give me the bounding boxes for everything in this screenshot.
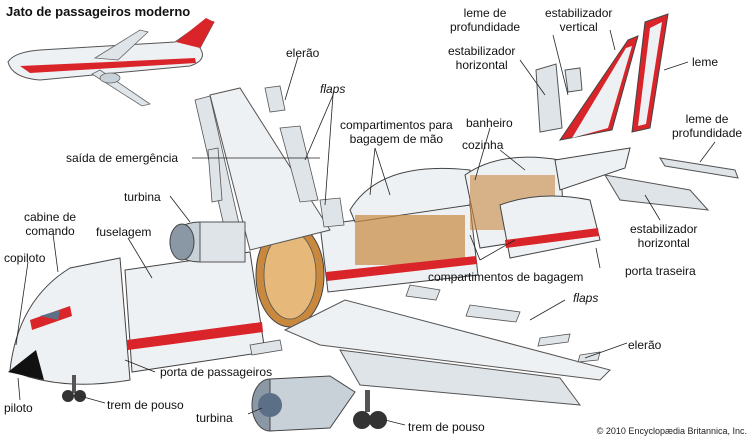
label-trem-de-pouso-right: trem de pouso: [408, 420, 485, 434]
small-jet-illustration: [7, 18, 215, 107]
diagram-title: Jato de passageiros moderno: [6, 4, 191, 19]
label-leme: leme: [692, 55, 719, 69]
label-banheiro: banheiro: [466, 116, 513, 130]
lower-wing: [249, 284, 611, 406]
label-turbina-bottom: turbina: [196, 411, 233, 425]
label-trem-de-pouso-left: trem de pouso: [107, 398, 184, 412]
label-fuselagem: fuselagem: [96, 225, 152, 239]
upper-engine: [169, 221, 246, 263]
label-aileron-top: elerão: [286, 46, 320, 60]
label-piloto: piloto: [4, 401, 33, 415]
label-compartimentos-bagagem: compartimentos de bagagem: [428, 270, 584, 284]
label-cozinha: cozinha: [462, 138, 504, 152]
label-flaps-top: flaps: [320, 82, 346, 96]
label-flaps-bottom: flaps: [573, 291, 599, 305]
label-copiloto: copiloto: [4, 251, 46, 265]
label-aileron-bottom: elerão: [628, 338, 662, 352]
label-turbina-top: turbina: [124, 190, 161, 204]
tail-fin: [535, 13, 669, 141]
upper-wing: [194, 85, 345, 253]
label-porta-traseira: porta traseira: [625, 264, 696, 278]
fuselage-cutaway: [8, 147, 631, 385]
lower-engine: [251, 375, 356, 432]
leader-lines: [15, 29, 716, 426]
label-porta-de-passageiros: porta de passageiros: [160, 365, 273, 379]
landing-gear-illustration: [62, 375, 387, 429]
horizontal-stabilizer-right: [604, 157, 739, 211]
copyright-credit: © 2010 Encyclopædia Britannica, Inc.: [596, 426, 747, 436]
label-saida-emergencia: saída de emergência: [66, 151, 179, 165]
